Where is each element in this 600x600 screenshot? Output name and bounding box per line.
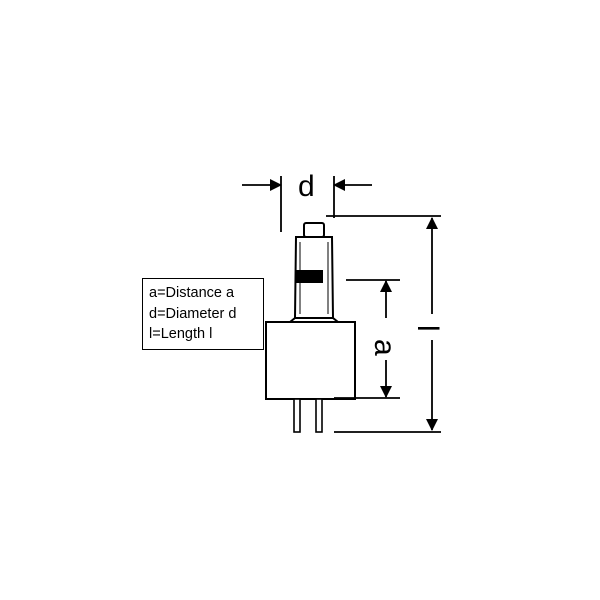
- legend-line-length: l=Length l: [149, 326, 213, 342]
- diameter-dimension: [242, 176, 372, 232]
- pin-left: [293, 398, 301, 433]
- diameter-label: d: [298, 170, 315, 203]
- legend-box: a=Distance a d=Diameter d l=Length l: [142, 278, 264, 350]
- length-dimension: [326, 215, 441, 433]
- distance-label: a: [368, 339, 401, 356]
- length-label: l: [411, 325, 444, 332]
- bulb-tip: [303, 222, 325, 238]
- legend-line-diameter: d=Diameter d: [149, 305, 237, 322]
- pin-right: [315, 398, 323, 433]
- lamp-pins: [293, 398, 323, 433]
- filament: [295, 270, 323, 283]
- legend-line-distance: a=Distance a: [149, 285, 235, 301]
- lamp-bulb: [287, 222, 341, 323]
- distance-dimension: [334, 279, 400, 399]
- lamp-base: [265, 321, 356, 400]
